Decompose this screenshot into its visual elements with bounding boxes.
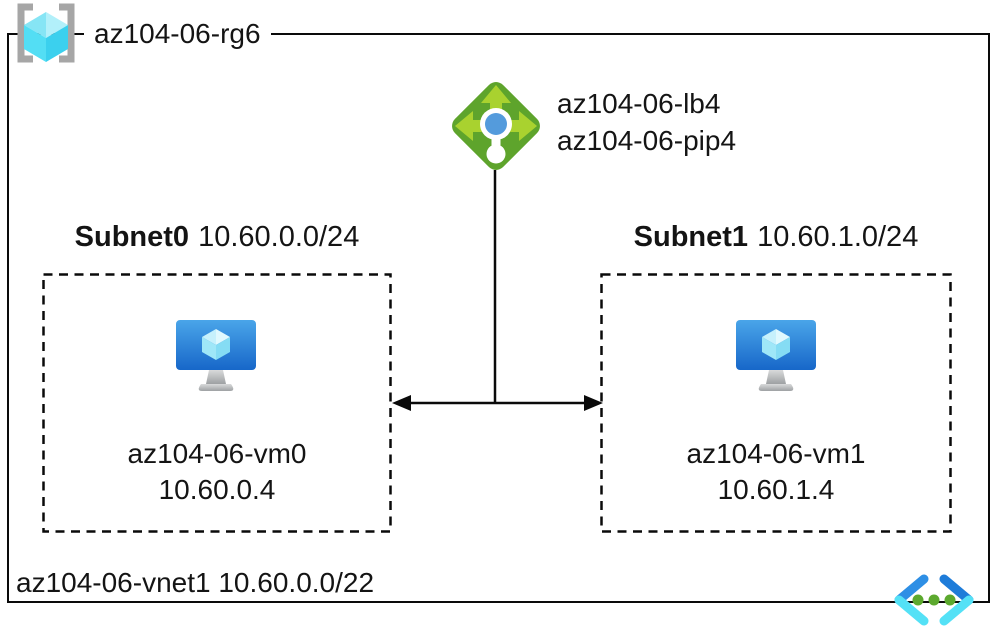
connector-arrows <box>392 170 603 411</box>
vm0-label: az104-06-vm0 10.60.0.4 <box>42 436 392 508</box>
subnet1-cidr: 10.60.1.0/24 <box>757 221 919 253</box>
subnet1-boundary <box>600 273 952 533</box>
virtual-network-icon <box>894 574 974 626</box>
resource-group-boundary <box>7 33 990 603</box>
virtual-machine-icon <box>736 320 816 391</box>
resource-group-icon <box>17 3 75 63</box>
subnet0-name: Subnet0 <box>74 221 190 253</box>
vm1-ip: 10.60.1.4 <box>717 474 835 505</box>
resource-group-label: az104-06-rg6 <box>84 19 271 49</box>
subnet0-cidr: 10.60.0.0/24 <box>198 221 360 253</box>
vnet-label: az104-06-vnet1 10.60.0.0/22 <box>16 567 375 598</box>
vm1-label: az104-06-vm1 10.60.1.4 <box>600 436 952 508</box>
arrowhead-right <box>584 395 603 411</box>
load-balancer-icon <box>452 82 540 170</box>
load-balancer-labels: az104-06-lb4 az104-06-pip4 <box>557 85 736 159</box>
vm0-name: az104-06-vm0 <box>127 438 307 469</box>
subnet0-boundary <box>42 273 392 533</box>
load-balancer-name: az104-06-lb4 <box>557 88 721 119</box>
virtual-machine-icon <box>176 320 256 391</box>
subnet1-name: Subnet1 <box>633 221 749 253</box>
arrowhead-left <box>392 395 411 411</box>
public-ip-name: az104-06-pip4 <box>557 125 737 156</box>
vm1-name: az104-06-vm1 <box>686 438 866 469</box>
vm0-ip: 10.60.0.4 <box>158 474 276 505</box>
